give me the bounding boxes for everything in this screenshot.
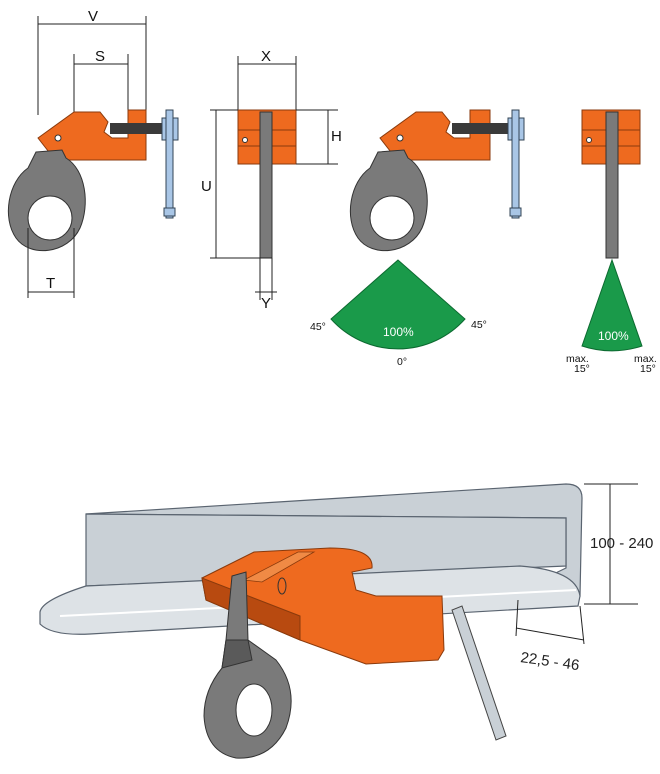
dimension-t: T — [27, 228, 75, 298]
flange-thickness-label: 22,5 - 46 — [519, 649, 580, 674]
eye-hole — [27, 195, 73, 241]
side-eye-plate — [259, 111, 273, 259]
dimension-h: H — [296, 109, 342, 165]
beam-illustration: 100 - 240 22,5 - 46 — [39, 483, 653, 759]
dimension-u: U — [201, 109, 272, 259]
handle-end — [163, 207, 176, 217]
load-zone-front — [330, 259, 466, 350]
beam-eye-hole — [235, 683, 273, 737]
max-left-line2: 15° — [574, 363, 590, 375]
label-h: H — [331, 128, 342, 145]
max-left-line1: max. — [566, 353, 589, 365]
flange-height-label: 100 - 240 — [590, 535, 653, 552]
screw-thread — [110, 123, 162, 134]
angle-zero: 0° — [397, 356, 407, 368]
label-y: Y — [261, 295, 271, 312]
load-percent-side: 100% — [598, 329, 629, 343]
dimension-y: Y — [255, 258, 277, 312]
max-right-line1: max. — [634, 353, 657, 365]
dimension-flange-height: 100 - 240 — [584, 483, 653, 605]
label-u: U — [201, 178, 212, 195]
load-zone-side — [581, 258, 643, 352]
dimension-flange-thickness: 22,5 - 46 — [515, 599, 585, 674]
label-v: V — [88, 8, 98, 25]
angle-left: 45° — [310, 321, 326, 333]
label-t: T — [46, 275, 55, 292]
label-x: X — [261, 48, 271, 65]
dimension-x: X — [237, 48, 297, 110]
angle-right: 45° — [471, 319, 487, 331]
side-load-diagram: 100% max. 15° max. 15° — [566, 109, 657, 375]
dimension-s: S — [73, 48, 129, 118]
load-percent-front: 100% — [383, 325, 414, 339]
front-view-clamp: V S T — [7, 8, 179, 298]
pivot-hole — [54, 134, 62, 142]
front-load-diagram: 100% 45° 45° 0° — [310, 109, 525, 368]
beam-screw-rod — [451, 605, 507, 741]
label-s: S — [95, 48, 105, 65]
dimension-v: V — [37, 8, 147, 115]
screw-handle — [165, 109, 174, 219]
side-view-clamp: X H U Y — [201, 48, 342, 312]
max-right-line2: 15° — [640, 363, 656, 375]
